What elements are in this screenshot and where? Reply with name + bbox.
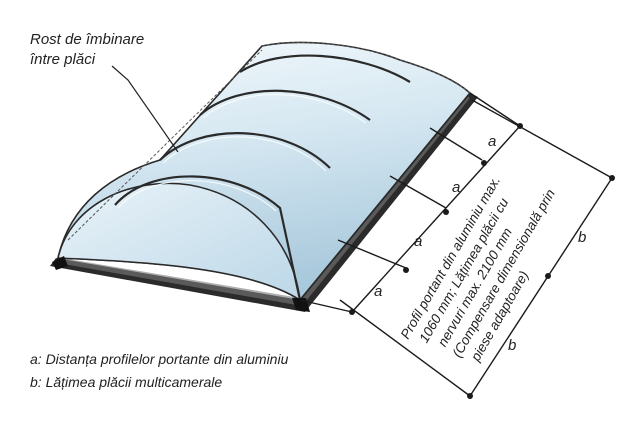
callout-line-1: Rost de îmbinare: [30, 31, 144, 48]
left-end-cap: [52, 256, 68, 270]
b-label-2: b: [508, 337, 516, 354]
seam-callout: Rost de îmbinare între plăci: [30, 31, 179, 153]
b-label-1: b: [578, 229, 586, 246]
a-label-3: a: [452, 179, 460, 196]
a-dimension-line: [351, 125, 521, 313]
a-label-4: a: [488, 133, 496, 150]
support-arch-1: [114, 175, 302, 301]
base-frame: [50, 93, 478, 312]
b-dimension-line: [469, 177, 613, 397]
legend: a: Distanța profilelor portante din alum…: [30, 351, 289, 390]
support-arch-2: [159, 132, 331, 169]
callout-leader: [111, 65, 179, 153]
dimension-lines: [299, 92, 613, 397]
legend-b: b: Lățimea plăcii multicamerale: [30, 374, 222, 390]
a-label-2: a: [414, 233, 422, 250]
left-seam: [67, 49, 263, 241]
support-arch-4: [239, 54, 411, 83]
dimension-ticks: [349, 123, 615, 399]
b-labels: b b: [508, 229, 586, 354]
skylight-vault: [50, 41, 478, 312]
support-arch-1-hl: [117, 180, 277, 212]
front-end-arch: [57, 182, 302, 302]
legend-a: a: Distanța profilelor portante din alum…: [30, 351, 289, 367]
support-arch-3: [199, 89, 371, 121]
callout-line-2: între plăci: [30, 51, 96, 68]
support-arch-3-hl: [202, 94, 367, 124]
a-label-1: a: [374, 283, 382, 300]
a-labels: a a a a: [374, 133, 496, 300]
support-arch-2-hl: [162, 136, 327, 172]
rotated-note: Profil portant din aluminiu max. 1060 mm…: [398, 173, 558, 364]
right-glazing-edge: [299, 92, 471, 301]
